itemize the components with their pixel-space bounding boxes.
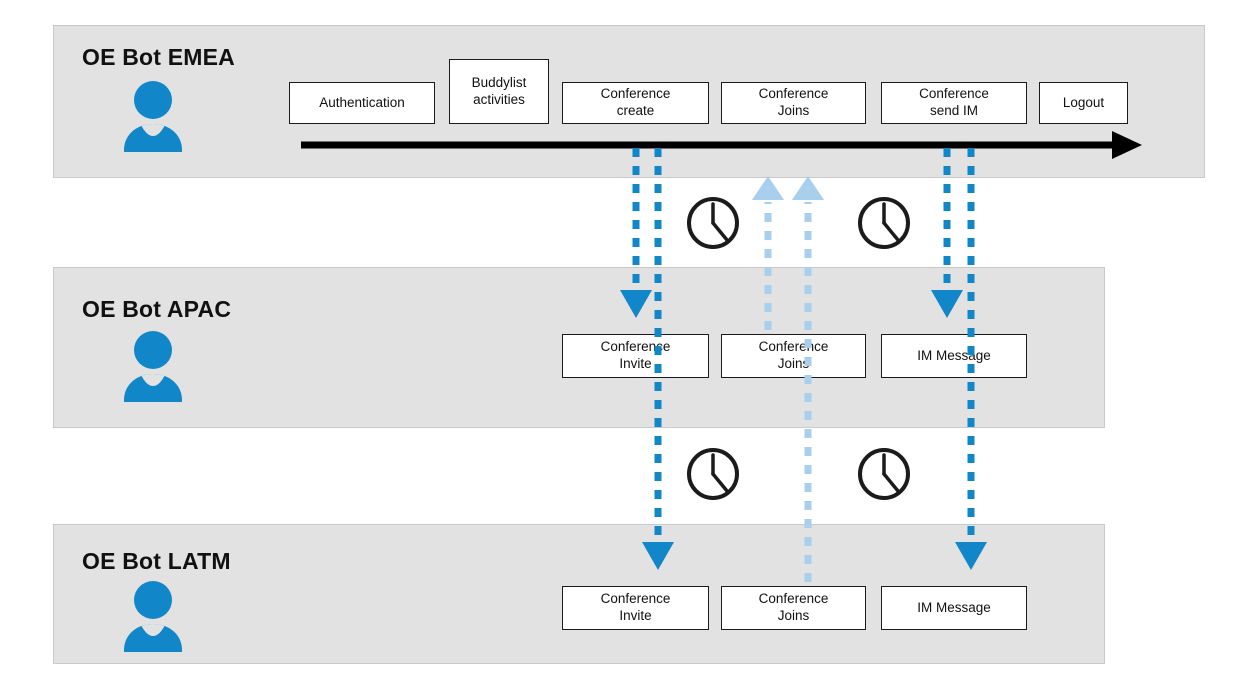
person-icon-apac: [118, 330, 188, 402]
clock-icon-apac-latm-left: [687, 448, 739, 500]
activity-box-im-message-latm[interactable]: IM Message: [881, 586, 1027, 630]
activity-box-im-message-apac[interactable]: IM Message: [881, 334, 1027, 378]
box-line: Conference: [758, 591, 829, 607]
activity-box-conference-joins-apac[interactable]: Conference Joins: [721, 334, 866, 378]
activity-box-conference-send-im[interactable]: Conference send IM: [881, 82, 1027, 124]
box-line: create: [616, 103, 655, 118]
lane-title-emea: OE Bot EMEA: [82, 44, 235, 70]
activity-box-logout[interactable]: Logout: [1039, 82, 1128, 124]
person-icon: [124, 331, 182, 402]
box-line: send IM: [929, 103, 979, 118]
activity-box-conference-joins-emea[interactable]: Conference Joins: [721, 82, 866, 124]
box-line: Conference: [758, 339, 829, 355]
activity-box-authentication[interactable]: Authentication: [289, 82, 435, 124]
person-icon-emea: [118, 80, 188, 152]
box-line: Conference: [758, 86, 829, 102]
person-icon: [124, 581, 182, 652]
box-line: Joins: [777, 356, 810, 371]
box-line: Conference: [600, 591, 671, 607]
lane-title-apac: OE Bot APAC: [82, 296, 232, 322]
box-line: Invite: [619, 356, 652, 371]
activity-box-conference-create[interactable]: Conference create: [562, 82, 709, 124]
box-line: activities: [473, 91, 525, 107]
activity-box-buddylist-activities[interactable]: Buddylist activities: [449, 59, 549, 124]
person-icon: [124, 81, 182, 152]
box-line: Conference: [919, 86, 989, 102]
activity-box-conference-joins-latm[interactable]: Conference Joins: [721, 586, 866, 630]
clock-icon-emea-apac-right: [858, 197, 910, 249]
box-line: Invite: [619, 608, 652, 623]
activity-box-conference-invite-latm[interactable]: Conference Invite: [562, 586, 709, 630]
lane-title-latm: OE Bot LATM: [82, 548, 231, 574]
box-line: Conference: [600, 86, 671, 102]
box-line: Joins: [777, 103, 810, 118]
clock-icon-apac-latm-right: [858, 448, 910, 500]
box-line: Conference: [600, 339, 671, 355]
box-line: Buddylist: [471, 74, 527, 90]
person-icon-latm: [118, 580, 188, 652]
activity-box-conference-invite-apac[interactable]: Conference Invite: [562, 334, 709, 378]
clock-icon-emea-apac-left: [687, 197, 739, 249]
box-line: Joins: [777, 608, 810, 623]
